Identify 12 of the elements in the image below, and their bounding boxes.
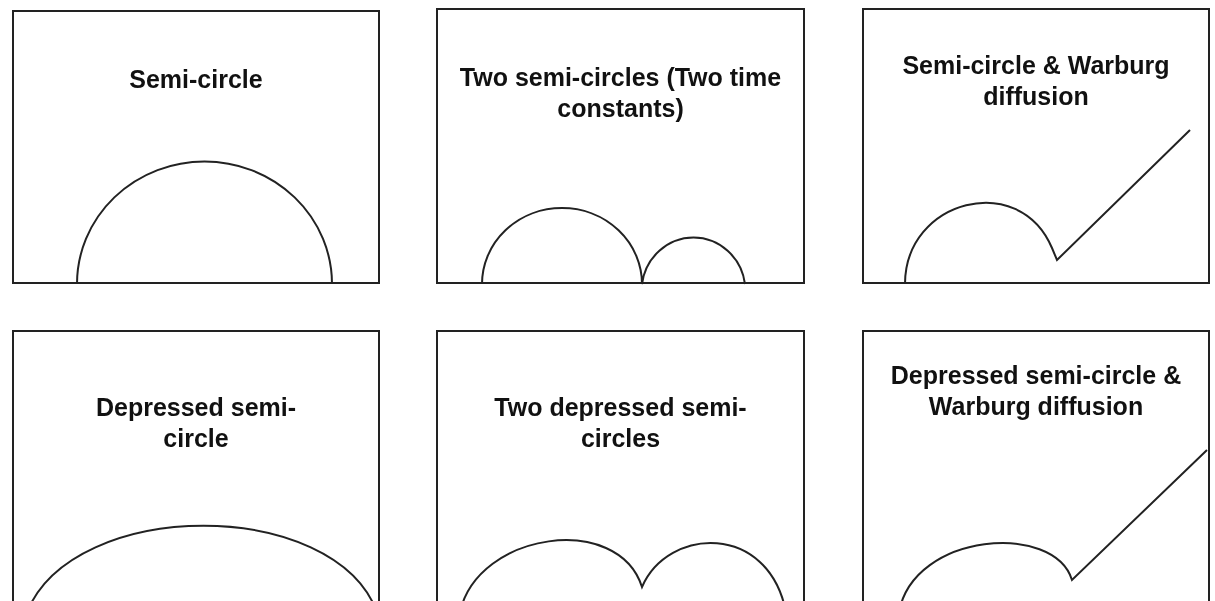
panel-title: Semi-circle <box>128 64 264 95</box>
plot-panel <box>436 330 805 601</box>
panel-title: Semi-circle & Warburg diffusion <box>901 50 1171 112</box>
panel-title: Depressed semi-circle & Warburg diffusion <box>889 360 1183 422</box>
panel-title: Two depressed semi-circles <box>493 392 748 454</box>
panel-title: Two semi-circles (Two time constants) <box>458 62 783 124</box>
plot-panel <box>12 10 380 284</box>
plot-panel <box>436 8 805 284</box>
plot-panel <box>862 330 1210 601</box>
plot-panel <box>862 8 1210 284</box>
plot-panel <box>12 330 380 601</box>
panel-title: Depressed semi-circle <box>94 392 298 454</box>
